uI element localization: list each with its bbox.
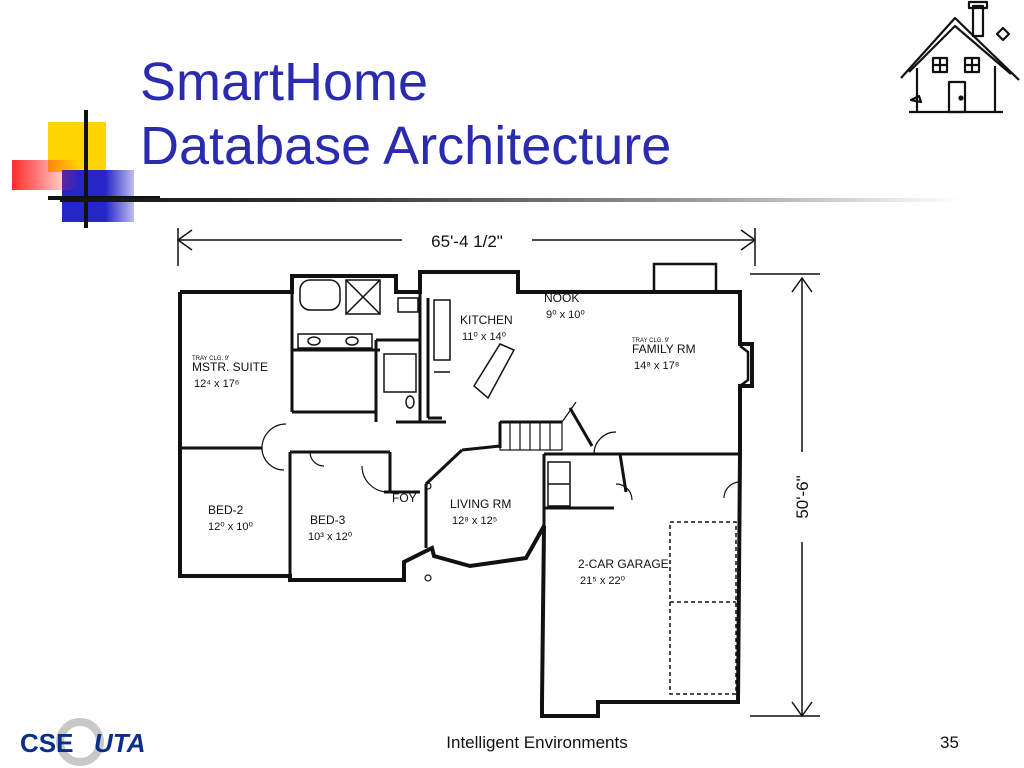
decorative-squares: [12, 110, 160, 228]
fixtures: [297, 279, 737, 695]
room-bed3-size: 10³ x 12⁰: [308, 531, 353, 543]
room-bed2-name: BED-2: [208, 503, 244, 517]
svg-text:UTA: UTA: [94, 728, 146, 758]
room-nook-name: NOOK: [544, 291, 579, 305]
page-number: 35: [940, 733, 959, 752]
room-bed3-name: BED-3: [310, 513, 346, 527]
width-dimension-label: 65'-4 1/2": [431, 232, 503, 251]
stairs: [499, 401, 577, 451]
floor-plan: 65'-4 1/2" 50'-6": [176, 228, 820, 718]
title-line-2: Database Architecture: [140, 116, 672, 176]
slide-title: SmartHome Database Architecture: [140, 50, 671, 178]
room-living-size: 12⁸ x 12⁵: [452, 515, 497, 527]
house-logo-icon: [900, 0, 1020, 114]
room-family-name: FAMILY RM: [632, 342, 696, 356]
room-nook-size: 9⁰ x 10⁰: [546, 309, 585, 321]
room-master-size: 12⁴ x 17⁶: [194, 378, 239, 390]
cse-uta-logo: CSE UTA: [20, 718, 146, 766]
door-swings: [261, 423, 741, 582]
svg-text:CSE: CSE: [20, 728, 73, 758]
room-foy-name: FOY: [392, 491, 417, 505]
room-bed2-size: 12⁰ x 10⁰: [208, 521, 253, 533]
room-family-note: TRAY CLG. 9': [632, 338, 669, 344]
room-master-note: TRAY CLG. 9': [192, 356, 229, 362]
room-kitchen-size: 11⁰ x 14⁰: [462, 331, 507, 343]
interior-walls: [180, 292, 740, 580]
exterior-walls: [178, 270, 754, 718]
depth-dimension-label: 50'-6": [793, 475, 812, 518]
footer-text: Intelligent Environments: [446, 733, 628, 752]
room-garage-size: 21⁵ x 22⁰: [580, 575, 626, 587]
room-kitchen-name: KITCHEN: [460, 313, 513, 327]
room-garage-name: 2-CAR GARAGE: [578, 557, 669, 571]
title-line-1: SmartHome: [140, 52, 429, 112]
title-underline: [60, 198, 960, 202]
room-living-name: LIVING RM: [450, 497, 511, 511]
room-family-size: 14⁸ x 17⁸: [634, 360, 679, 372]
room-master-name: MSTR. SUITE: [192, 360, 268, 374]
